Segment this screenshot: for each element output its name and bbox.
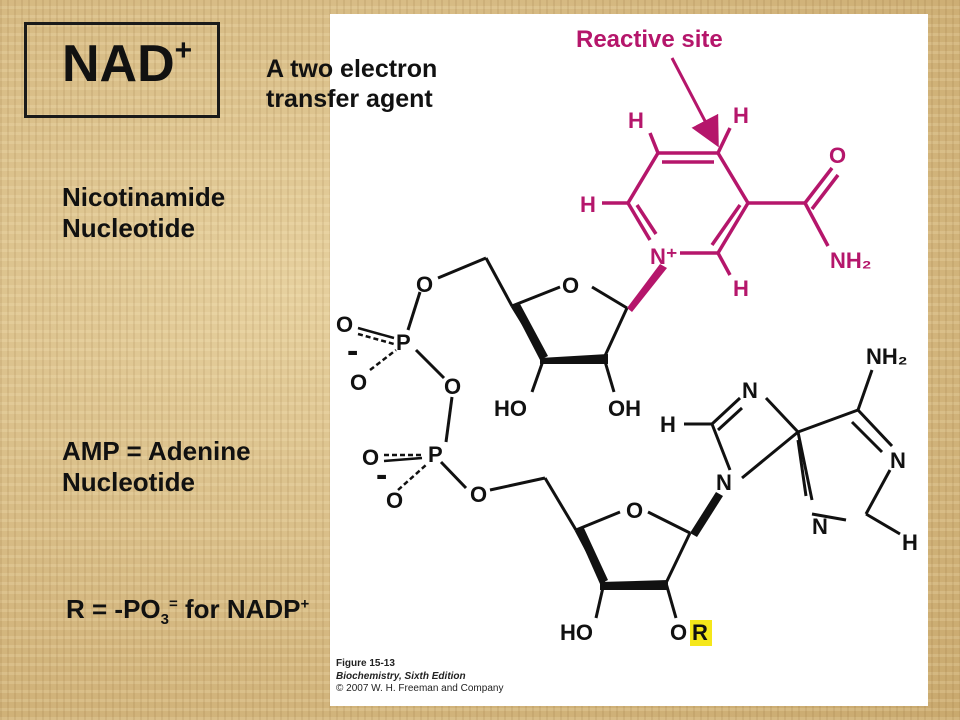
nicotinamide-ring [602,127,840,276]
amp-label: AMP = Adenine Nucleotide [62,436,251,498]
svg-text:N: N [742,378,758,403]
svg-text:O: O [362,445,379,470]
bottom-ribose-wedge [576,526,608,584]
svg-text:N⁺: N⁺ [650,244,678,269]
svg-text:H: H [628,108,644,133]
svg-text:O: O [562,273,579,298]
title-box [24,22,220,118]
svg-text:O: O [829,143,846,168]
svg-text:O: O [416,272,433,297]
reactive-site-label: Reactive site [576,26,723,53]
glycosidic-bond-top [627,264,667,312]
nicotinamide-label: Nicotinamide Nucleotide [62,182,226,244]
svg-text:O: O [350,370,367,395]
svg-text:P: P [396,330,411,355]
top-ribose-wedge [512,302,548,360]
svg-text:H: H [660,412,676,437]
svg-text:H: H [580,192,596,217]
svg-text:O: O [470,482,487,507]
bottom-ribose-bold-edge [600,580,668,590]
r-highlight [690,620,712,646]
or-r-group: R [692,620,708,645]
svg-text:O: O [336,312,353,337]
top-ribose [406,256,692,619]
svg-text:NH₂: NH₂ [866,344,908,369]
svg-text:H: H [733,276,749,301]
svg-text:-: - [347,332,358,370]
svg-text:NH₂: NH₂ [830,248,872,273]
reactive-site-arrow [670,57,719,148]
svg-text:P: P [428,442,443,467]
figure-caption: Figure 15-13 Biochemistry, Sixth Edition… [336,658,504,694]
figure-panel [330,14,928,706]
svg-text:O: O [626,498,643,523]
adenine-ring [684,369,901,536]
or-oxygen: O [670,620,687,645]
svg-text:O: O [444,374,461,399]
nadp-note: R = -PO3= for NADP+ [66,594,310,629]
svg-text:N: N [812,514,828,539]
svg-text:-: - [376,456,387,494]
adenine-atoms: NH₂ N H N N N H [660,344,918,555]
svg-text:N: N [890,448,906,473]
top-ribose-bold-edge [540,354,608,364]
glycosidic-bond-bottom [690,492,723,537]
svg-text:H: H [902,530,918,555]
phosphate-charges: - - [347,332,387,494]
subtitle: A two electron transfer agent [266,55,438,113]
svg-text:OH: OH [608,396,641,421]
phosphate-bonds [357,326,427,491]
svg-text:N: N [716,470,732,495]
svg-text:H: H [733,103,749,128]
svg-text:HO: HO [560,620,593,645]
backbone-atoms: O O O P O O HO OH O P O O O HO [336,272,643,645]
svg-text:O: O [386,488,403,513]
svg-text:HO: HO [494,396,527,421]
nicotinamide-atoms: H H O H N⁺ NH₂ H [580,103,872,301]
slide-title: NAD+ [62,34,193,93]
